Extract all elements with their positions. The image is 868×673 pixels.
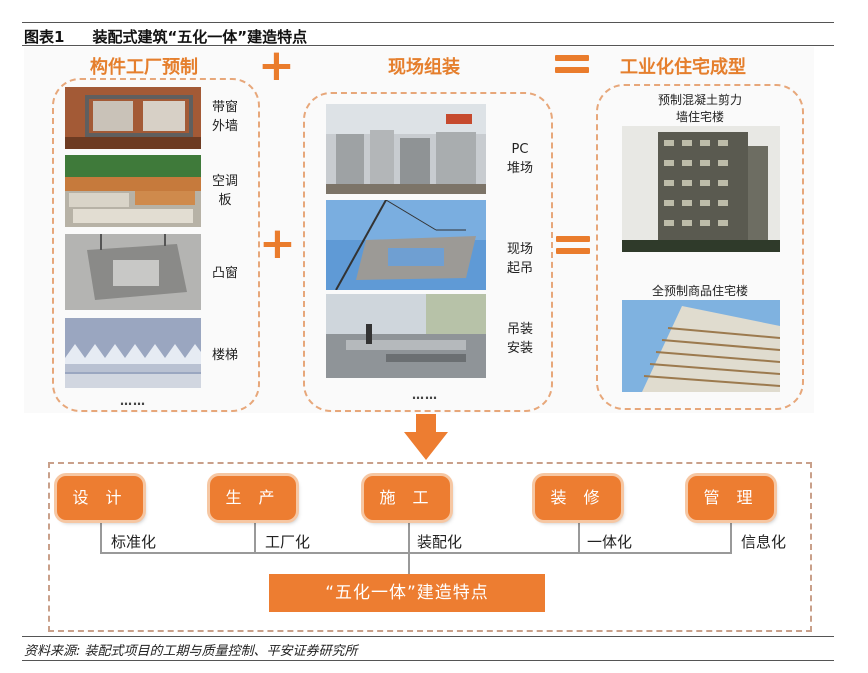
header-factory: 构件工厂预制 <box>90 57 198 78</box>
equals-icon <box>556 236 590 260</box>
photo-window-wall <box>65 87 201 149</box>
label-prefab-residential: 全预制商品住宅楼 <box>651 284 748 298</box>
photo-installation <box>326 294 486 378</box>
connector-line <box>578 520 580 554</box>
photo-ac-board <box>65 155 201 227</box>
header-site: 现场组装 <box>388 57 460 78</box>
connector-line <box>408 520 410 554</box>
plus-icon: + <box>259 218 296 269</box>
trait-informatization: 信息化 <box>738 531 790 552</box>
figure-source: 资料来源: 装配式项目的工期与质量控制、平安证券研究所 <box>24 644 358 659</box>
connector-line <box>100 552 732 554</box>
photo-prefab-residential <box>622 300 780 392</box>
result-group <box>596 84 804 410</box>
photo-stairs <box>65 318 201 388</box>
label-shear-wall-building: 预制混凝土剪力 墙住宅楼 <box>657 93 742 124</box>
header-result: 工业化住宅成型 <box>620 57 746 78</box>
trait-standardization: 标准化 <box>108 531 160 552</box>
photo-bay-window <box>65 234 201 310</box>
stage-decoration: 装 修 <box>535 476 621 520</box>
photo-pc-yard <box>326 104 486 194</box>
connector-line <box>254 520 256 554</box>
stage-production: 生 产 <box>210 476 296 520</box>
label-installation: 吊装 安装 <box>506 322 533 356</box>
trait-factorization: 工厂化 <box>262 531 314 552</box>
label-ac-board: 空调 板 <box>211 174 238 208</box>
trait-integration: 一体化 <box>584 531 636 552</box>
ellipsis: …… <box>120 394 146 408</box>
photo-lifting <box>326 200 486 290</box>
factory-group <box>52 78 260 412</box>
connector-line <box>100 520 102 554</box>
stage-construction: 施 工 <box>364 476 450 520</box>
photo-shear-wall-building <box>622 126 780 252</box>
stage-management: 管 理 <box>688 476 774 520</box>
trait-assembly: 装配化 <box>414 531 466 552</box>
label-window-wall: 带窗 外墙 <box>211 100 238 134</box>
label-stairs: 楼梯 <box>211 348 238 363</box>
plus-icon: + <box>258 40 295 91</box>
connector-line <box>730 520 732 554</box>
label-lifting: 现场 起吊 <box>506 242 533 276</box>
five-in-one-banner: “五化一体”建造特点 <box>269 574 545 612</box>
site-group <box>303 92 553 412</box>
connector-line <box>408 552 410 574</box>
equals-icon <box>555 55 589 79</box>
label-bay-window: 凸窗 <box>211 266 238 281</box>
ellipsis: …… <box>412 388 438 402</box>
arrow-down-icon <box>404 414 448 460</box>
stage-design: 设 计 <box>57 476 143 520</box>
five-in-one-panel <box>48 462 812 632</box>
label-pc-yard: PC 堆场 <box>506 142 533 176</box>
